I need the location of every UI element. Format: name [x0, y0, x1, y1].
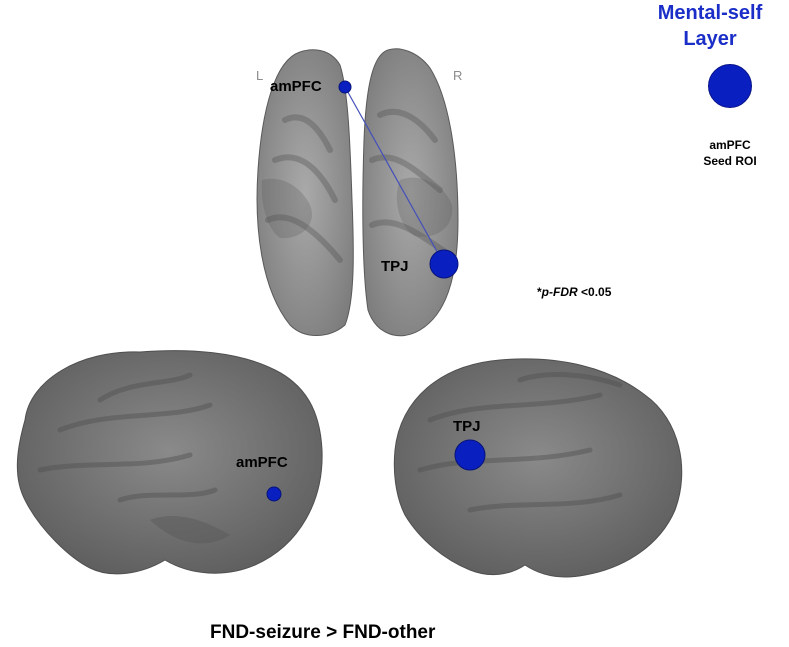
right-hemisphere-letter: R — [453, 68, 463, 83]
legend-caption: amPFC Seed ROI — [660, 137, 789, 169]
stat-threshold-note: *p-FDR <0.05 — [537, 285, 611, 299]
left-lateral-brain — [16, 350, 323, 575]
axial-ampfc-node — [338, 80, 352, 94]
legend-title-line2: Layer — [683, 28, 737, 50]
lateral-tpj-label: TPJ — [453, 418, 481, 435]
lateral-ampfc-label: amPFC — [236, 454, 288, 471]
axial-ampfc-label: amPFC — [270, 78, 322, 95]
left-hemisphere-letter: L — [256, 68, 264, 83]
lateral-ampfc-node — [266, 486, 282, 502]
right-lateral-brain — [393, 358, 683, 578]
legend-caption-line2: Seed ROI — [703, 154, 757, 168]
stat-note-suffix: <0.05 — [577, 285, 612, 299]
axial-tpj-node — [429, 249, 459, 279]
contrast-title: FND-seizure > FND-other — [210, 622, 436, 643]
stat-note-prefix: * — [537, 285, 542, 299]
stat-note-italic: p-FDR — [541, 285, 578, 299]
lateral-tpj-node — [454, 439, 486, 471]
legend-seed-node — [708, 64, 752, 108]
axial-left-hemisphere — [256, 49, 354, 336]
axial-tpj-label: TPJ — [381, 258, 409, 275]
legend-title-line1: Mental-self — [657, 2, 763, 24]
connection-line — [344, 86, 445, 265]
legend-title: Mental-self Layer — [640, 0, 780, 52]
axial-right-hemisphere — [362, 48, 459, 337]
legend-caption-line1: amPFC — [709, 138, 751, 152]
